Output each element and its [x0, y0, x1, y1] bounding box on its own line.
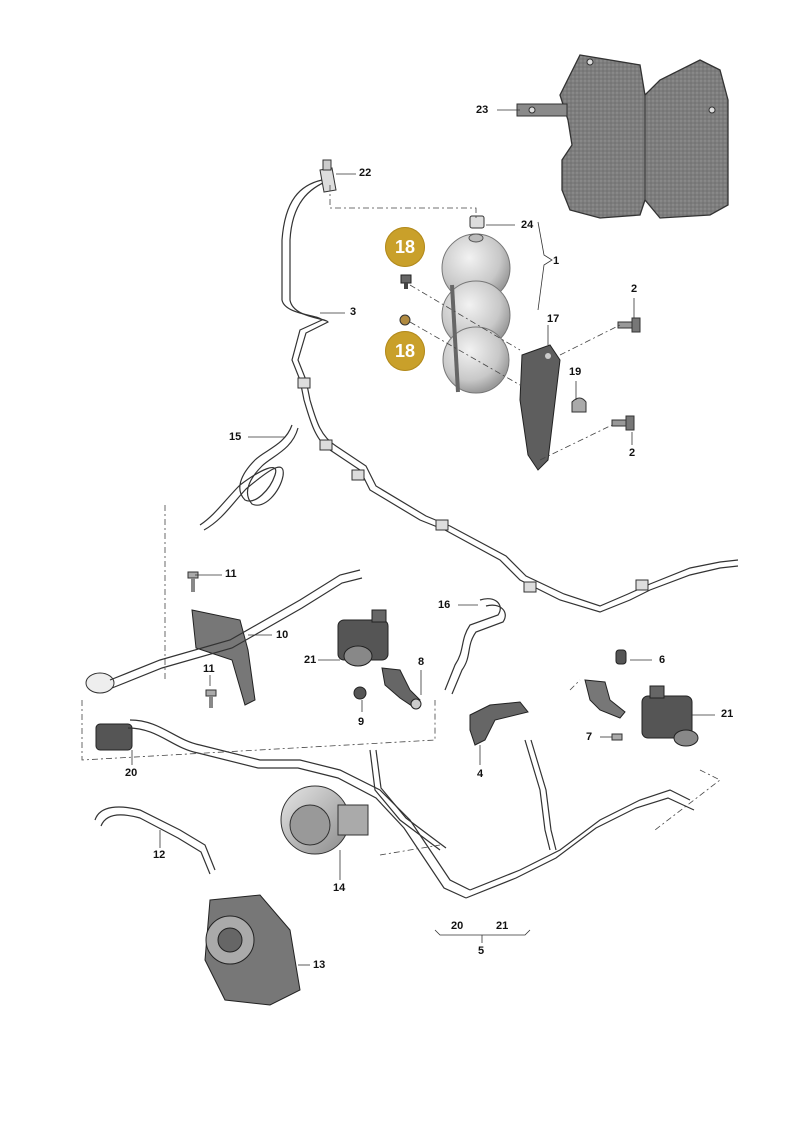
- fitting-22: [319, 159, 337, 193]
- callout-1: 1: [553, 255, 560, 267]
- callout-leaders: [131, 109, 715, 966]
- callout-14: 14: [333, 882, 346, 894]
- callout-11-upper: 11: [225, 568, 237, 580]
- pump-13: [204, 894, 301, 1006]
- bolt-2-upper: [617, 317, 641, 333]
- callout-7: 7: [586, 731, 593, 743]
- callout-21-bottom: 21: [496, 920, 509, 932]
- callout-15: 15: [229, 431, 242, 443]
- bracket-17: [519, 344, 561, 471]
- callout-4: 4: [477, 768, 484, 780]
- solenoid-valve-21-middle: [337, 609, 389, 667]
- callout-21-right: 21: [721, 708, 734, 720]
- callout-19: 19: [569, 366, 582, 378]
- screw-18-lower: [399, 314, 411, 326]
- callout-10: 10: [276, 629, 289, 641]
- screw-7: [611, 733, 623, 741]
- hose-15: [199, 424, 299, 531]
- callout-17: 17: [547, 313, 560, 325]
- callout-12: 12: [153, 849, 166, 861]
- callout-24: 24: [521, 219, 534, 231]
- callout-23: 23: [476, 104, 489, 116]
- accumulator: [441, 233, 511, 394]
- callout-5: 5: [478, 945, 485, 957]
- callout-11-lower: 11: [203, 663, 215, 675]
- hose-5: [109, 569, 695, 899]
- callout-20-left: 20: [125, 767, 138, 779]
- callout-20-bottom: 20: [451, 920, 464, 932]
- valve-20: [85, 672, 133, 751]
- bracket-4: [469, 701, 529, 746]
- leader-lines: [81, 185, 721, 856]
- callout-3: 3: [350, 306, 357, 318]
- hose-clips: [297, 377, 649, 593]
- hose-16: [444, 598, 506, 695]
- vacuum-pump-14: [280, 785, 369, 855]
- callout-9: 9: [358, 716, 365, 728]
- callout-8: 8: [418, 656, 425, 668]
- callout-2-lower: 2: [629, 447, 636, 459]
- callout-21-middle: 21: [304, 654, 317, 666]
- callout-2-upper: 2: [631, 283, 638, 295]
- cap-24: [469, 215, 485, 229]
- bracket-8: [381, 667, 422, 710]
- solenoid-valve-21-right: [641, 685, 699, 747]
- bracket-10: [191, 609, 256, 706]
- badge-18-lower[interactable]: 18: [385, 331, 425, 371]
- clip-19: [571, 397, 587, 413]
- callout-16: 16: [438, 599, 451, 611]
- bolt-11-lower: [205, 689, 217, 708]
- bolt-2-lower: [611, 415, 635, 431]
- callout-13: 13: [313, 959, 326, 971]
- nut-9: [353, 686, 367, 700]
- callout-22: 22: [359, 167, 372, 179]
- hose-3: [281, 179, 739, 613]
- callout-6: 6: [659, 654, 666, 666]
- screw-18-upper: [400, 274, 412, 289]
- heat-shield: [516, 54, 729, 219]
- hose-12: [94, 806, 216, 875]
- badge-18-upper[interactable]: 18: [385, 227, 425, 267]
- bracket-6: [584, 649, 627, 719]
